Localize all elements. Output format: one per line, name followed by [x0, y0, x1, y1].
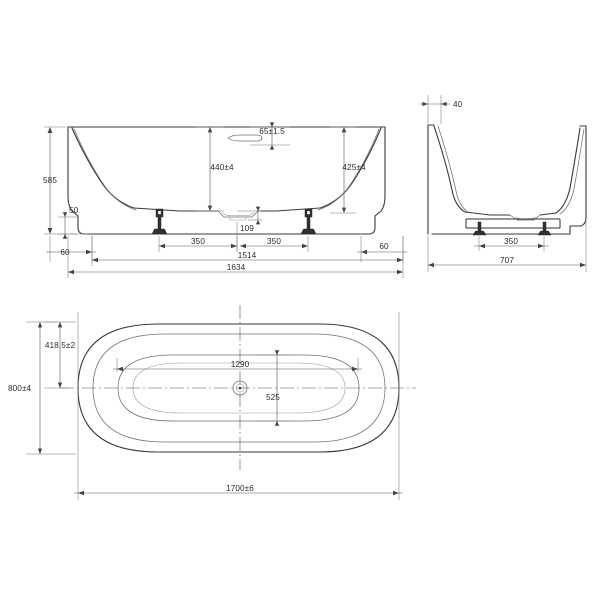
dim-label-65: 65±1.5	[259, 127, 285, 136]
dim-label-585: 585	[43, 176, 57, 185]
dim-side-707: 707	[427, 220, 587, 272]
front-overflow-slot	[227, 134, 263, 142]
dim-label-1290: 1290	[231, 360, 250, 369]
plan-basin-outline	[117, 354, 360, 422]
dim-label-800: 800±4	[8, 384, 32, 393]
dim-label-109: 109	[240, 224, 254, 233]
plan-basin-floor	[132, 362, 346, 414]
dim-label-350-side: 350	[504, 237, 518, 246]
dim-front-65: 65±1.5	[250, 122, 290, 150]
dim-label-418: 418.5±2	[45, 341, 76, 350]
dim-plan-1290: 1290	[113, 358, 362, 372]
dim-label-40: 40	[453, 100, 463, 109]
dim-front-425: 425±4	[330, 126, 366, 214]
side-leg-right	[537, 221, 552, 236]
plan-view: 418.5±2 800±4 1290 525	[8, 305, 416, 500]
front-leg-left	[151, 208, 168, 235]
dim-front-440: 440±4	[196, 126, 234, 212]
dim-label-350-right: 350	[267, 237, 281, 246]
dim-label-1700: 1700±6	[226, 484, 254, 493]
dim-front-50: 50	[58, 206, 79, 239]
front-elevation-view: 585 50 60 60	[43, 122, 407, 278]
front-drain-recess	[217, 210, 259, 221]
dim-front-109: 109	[237, 206, 262, 233]
dim-label-707: 707	[500, 256, 514, 265]
plan-outer-outline	[77, 323, 400, 453]
dim-label-440: 440±4	[210, 163, 234, 172]
dim-label-1634: 1634	[227, 263, 246, 272]
dim-front-1514: 1514	[91, 236, 404, 266]
dim-label-60-right: 60	[379, 242, 389, 251]
plan-rim-inner	[92, 333, 386, 443]
side-leg-left	[472, 221, 487, 236]
dim-front-1634: 1634	[67, 236, 404, 278]
dim-label-60-left: 60	[60, 248, 70, 257]
dim-label-350-left: 350	[191, 237, 205, 246]
side-tub-outline	[427, 124, 587, 235]
side-elevation-view: 40 350 707	[420, 95, 587, 272]
dim-plan-525: 525	[256, 350, 290, 426]
dim-label-525: 525	[266, 393, 280, 402]
dim-side-350: 350	[474, 236, 549, 251]
dim-plan-800: 800±4	[8, 321, 76, 455]
dim-front-350-right: 350	[236, 236, 309, 252]
dim-side-40: 40	[420, 95, 463, 124]
dim-plan-1700: 1700±6	[74, 322, 403, 500]
dim-label-50: 50	[69, 206, 79, 215]
front-leg-right	[300, 208, 317, 235]
dim-label-425: 425±4	[342, 163, 366, 172]
dim-label-1514: 1514	[238, 251, 257, 260]
